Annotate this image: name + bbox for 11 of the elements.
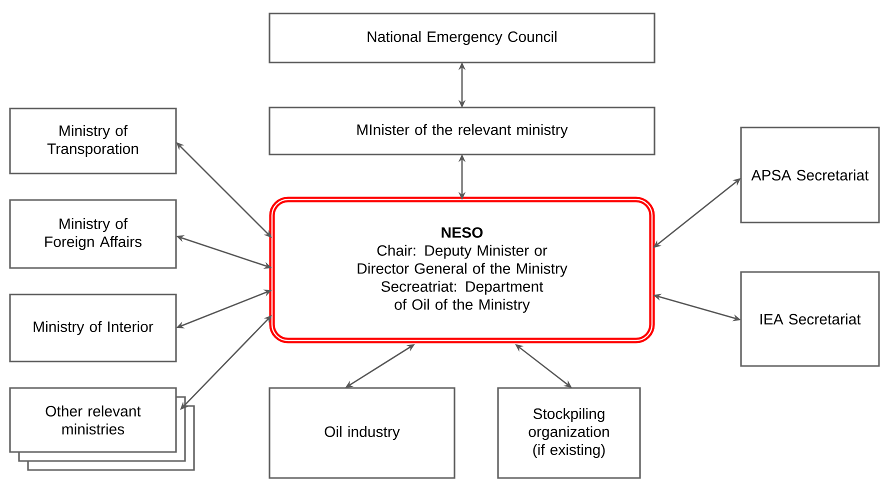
ministry-box: MInister of the relevant ministry	[268, 106, 656, 156]
ministry-box: Ministry of Interior	[9, 294, 177, 362]
ministry-box: National Emergency Council	[268, 12, 656, 64]
ministry-box: IEA Secretariat	[740, 271, 880, 367]
ministry-box: Oil industry	[268, 387, 456, 479]
stacked-boxes: Other relevant ministries	[9, 387, 195, 471]
ministry-box: Ministry of Transporation	[9, 108, 177, 174]
ministry-box: Ministry of Foreign Affairs	[9, 199, 177, 269]
committee-box: NESO Chair: Deputy Minister or Director General of the Ministry Secreatriat: Department of Oil of the Ministry	[269, 196, 655, 344]
ministry-box: Stockpiling organization (if existing)	[497, 387, 641, 479]
ministry-box: APSA Secretariat	[740, 126, 880, 224]
